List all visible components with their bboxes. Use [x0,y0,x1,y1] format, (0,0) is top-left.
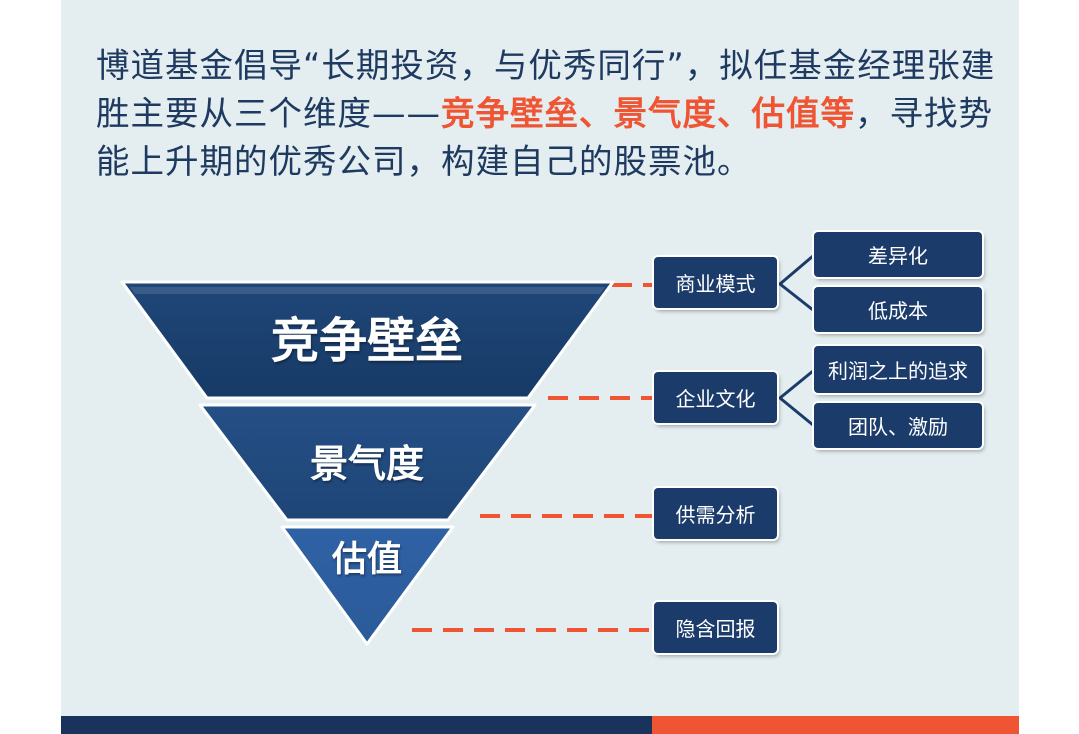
intro-text-after: ，寻找势能上升期的优秀公司，构建自己的股票池。 [96,94,993,181]
funnel-tier-moat-shape [120,280,615,400]
sub-factor-team-incentive: 团队、激励 [814,403,982,448]
intro-highlight: 竞争壁垒、景气度、估值等 [441,94,855,133]
sub-factor-beyond-profit: 利润之上的追求 [814,346,982,393]
funnel-tier-prosperity-label: 景气度 [309,442,424,486]
funnel-tier-prosperity-shape [198,403,537,522]
funnel-tier-valuation-shape [280,525,455,646]
intro-text-before: 博道基金倡导“长期投资，与优秀同行”，拟任基金经理张建胜主要从三个维度—— [96,46,996,133]
sub-factor-differentiation: 差异化 [814,232,982,277]
funnel-tier-moat-label: 竞争壁垒 [270,313,463,369]
factor-implied-return: 隐含回报 [654,602,777,653]
intro-paragraph: 博道基金倡导“长期投资，与优秀同行”，拟任基金经理张建胜主要从三个维度——竞争壁… [96,42,996,186]
footer-bar-navy [61,716,652,734]
footer-bar-accent [652,716,1019,734]
bracket-business-model [778,254,814,312]
funnel-tier-valuation-label: 估值 [331,540,402,580]
sub-factor-low-cost: 低成本 [814,287,982,332]
factor-supply-demand: 供需分析 [654,488,777,539]
bracket-corporate-culture [778,369,814,427]
factor-business-model: 商业模式 [654,257,777,308]
factor-corporate-culture: 企业文化 [654,372,777,423]
